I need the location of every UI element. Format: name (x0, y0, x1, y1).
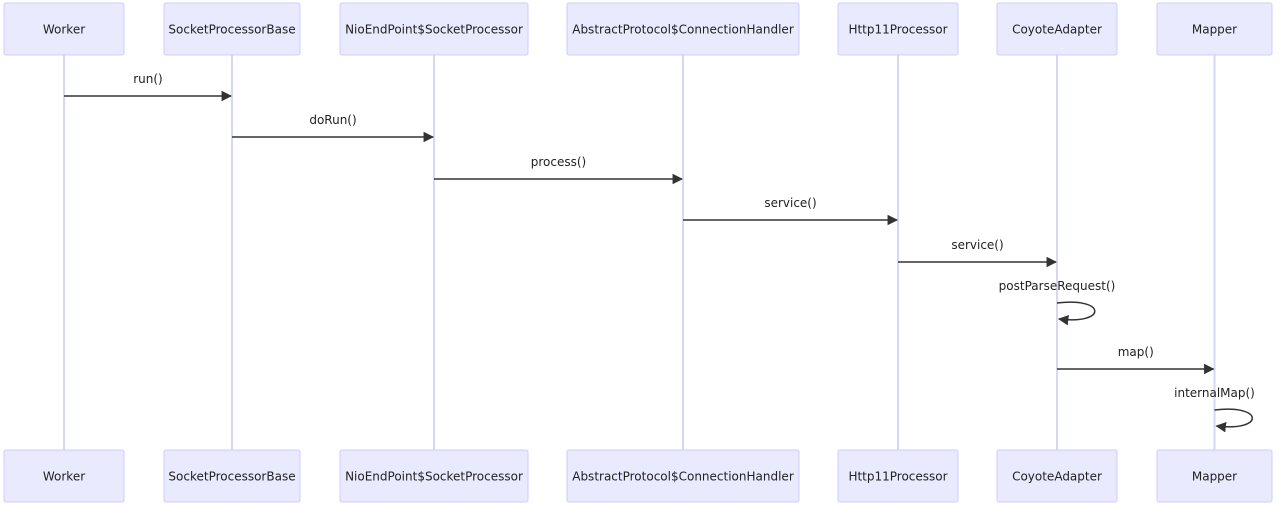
participant-worker-bottom: Worker (3, 449, 125, 503)
message-4: service() (898, 238, 1058, 268)
self-message-arrow (1214, 408, 1253, 433)
participant-box (566, 2, 800, 56)
participants-bottom: Worker SocketProcessorBase NioEndPoint$Soc… (3, 449, 1273, 503)
messages: run() doRun() process() service() service() p… (64, 72, 1255, 433)
participants-top: Worker SocketProcessorBase NioEndPoint$Soc… (3, 2, 1273, 56)
message-label: service() (951, 238, 1003, 252)
participant-nio-bottom: NioEndPoint$SocketProcessor (339, 449, 529, 503)
participant-box (339, 2, 529, 56)
participant-http11-top: Http11Processor (837, 2, 959, 56)
participant-mapper-top: Mapper (1156, 2, 1273, 56)
message-2: process() (434, 155, 684, 185)
participant-box (566, 449, 800, 503)
participant-label: Worker (43, 23, 85, 37)
message-label: postParseRequest() (999, 279, 1116, 293)
message-label: internalMap() (1174, 386, 1255, 400)
participant-http11-bottom: Http11Processor (837, 449, 959, 503)
participant-label: Worker (43, 470, 85, 484)
participant-box (163, 2, 301, 56)
message-label: run() (133, 72, 163, 86)
participant-ap-bottom: AbstractProtocol$ConnectionHandler (566, 449, 800, 503)
participant-label: AbstractProtocol$ConnectionHandler (572, 23, 794, 37)
participant-box (3, 2, 125, 56)
message-3: service() (683, 196, 899, 226)
participant-label: Http11Processor (848, 23, 947, 37)
participant-box (996, 2, 1118, 56)
message-1: doRun() (232, 113, 435, 143)
participant-label: Http11Processor (848, 470, 947, 484)
lifelines (63, 55, 1216, 450)
message-6: map() (1057, 345, 1215, 375)
participant-coyote-top: CoyoteAdapter (996, 2, 1118, 56)
participant-label: Mapper (1192, 23, 1237, 37)
participant-label: Mapper (1192, 470, 1237, 484)
participant-label: SocketProcessorBase (168, 470, 295, 484)
participant-ap-top: AbstractProtocol$ConnectionHandler (566, 2, 800, 56)
participant-spb-bottom: SocketProcessorBase (163, 449, 301, 503)
message-7: internalMap() (1174, 386, 1255, 433)
participant-label: AbstractProtocol$ConnectionHandler (572, 470, 794, 484)
message-label: service() (764, 196, 816, 210)
message-5: postParseRequest() (999, 279, 1116, 326)
participant-box (1156, 2, 1273, 56)
participant-box (3, 449, 125, 503)
participant-label: NioEndPoint$SocketProcessor (345, 23, 523, 37)
participant-worker-top: Worker (3, 2, 125, 56)
participant-box (163, 449, 301, 503)
participant-label: CoyoteAdapter (1012, 23, 1102, 37)
participant-box (837, 449, 959, 503)
participant-coyote-bottom: CoyoteAdapter (996, 449, 1118, 503)
message-label: process() (531, 155, 586, 169)
participant-label: SocketProcessorBase (168, 23, 295, 37)
participant-box (837, 2, 959, 56)
participant-box (1156, 449, 1273, 503)
participant-nio-top: NioEndPoint$SocketProcessor (339, 2, 529, 56)
participant-mapper-bottom: Mapper (1156, 449, 1273, 503)
participant-spb-top: SocketProcessorBase (163, 2, 301, 56)
participant-box (996, 449, 1118, 503)
participant-box (339, 449, 529, 503)
self-message-arrow (1056, 301, 1096, 326)
message-0: run() (64, 72, 233, 102)
message-label: map() (1118, 345, 1154, 359)
participant-label: NioEndPoint$SocketProcessor (345, 470, 523, 484)
message-label: doRun() (309, 113, 356, 127)
participant-label: CoyoteAdapter (1012, 470, 1102, 484)
